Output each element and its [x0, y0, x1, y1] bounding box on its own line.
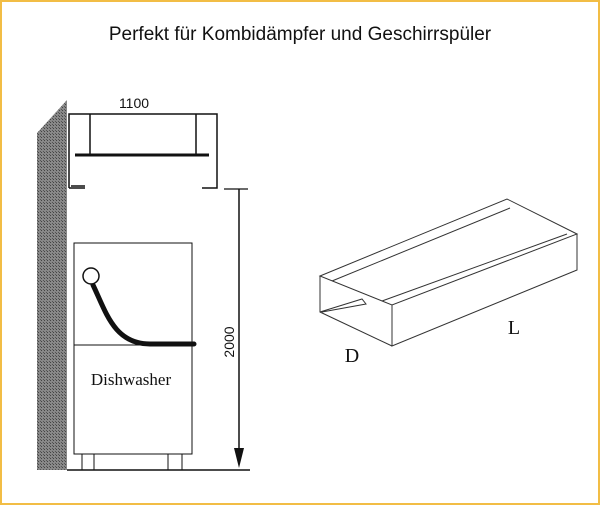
wall: [37, 100, 67, 470]
duct-box: [318, 198, 579, 347]
dishwasher-label: Dishwasher: [91, 370, 172, 389]
hood-width-label: 1100: [119, 95, 149, 111]
height-label: 2000: [221, 326, 237, 357]
depth-label: D: [345, 345, 359, 367]
hood: [68, 113, 218, 189]
page-title: Perfekt für Kombidämpfer und Geschirrspü…: [108, 24, 492, 45]
dishwasher: [73, 242, 197, 470]
length-label: L: [508, 317, 520, 339]
arrow-head-icon: [234, 448, 244, 468]
